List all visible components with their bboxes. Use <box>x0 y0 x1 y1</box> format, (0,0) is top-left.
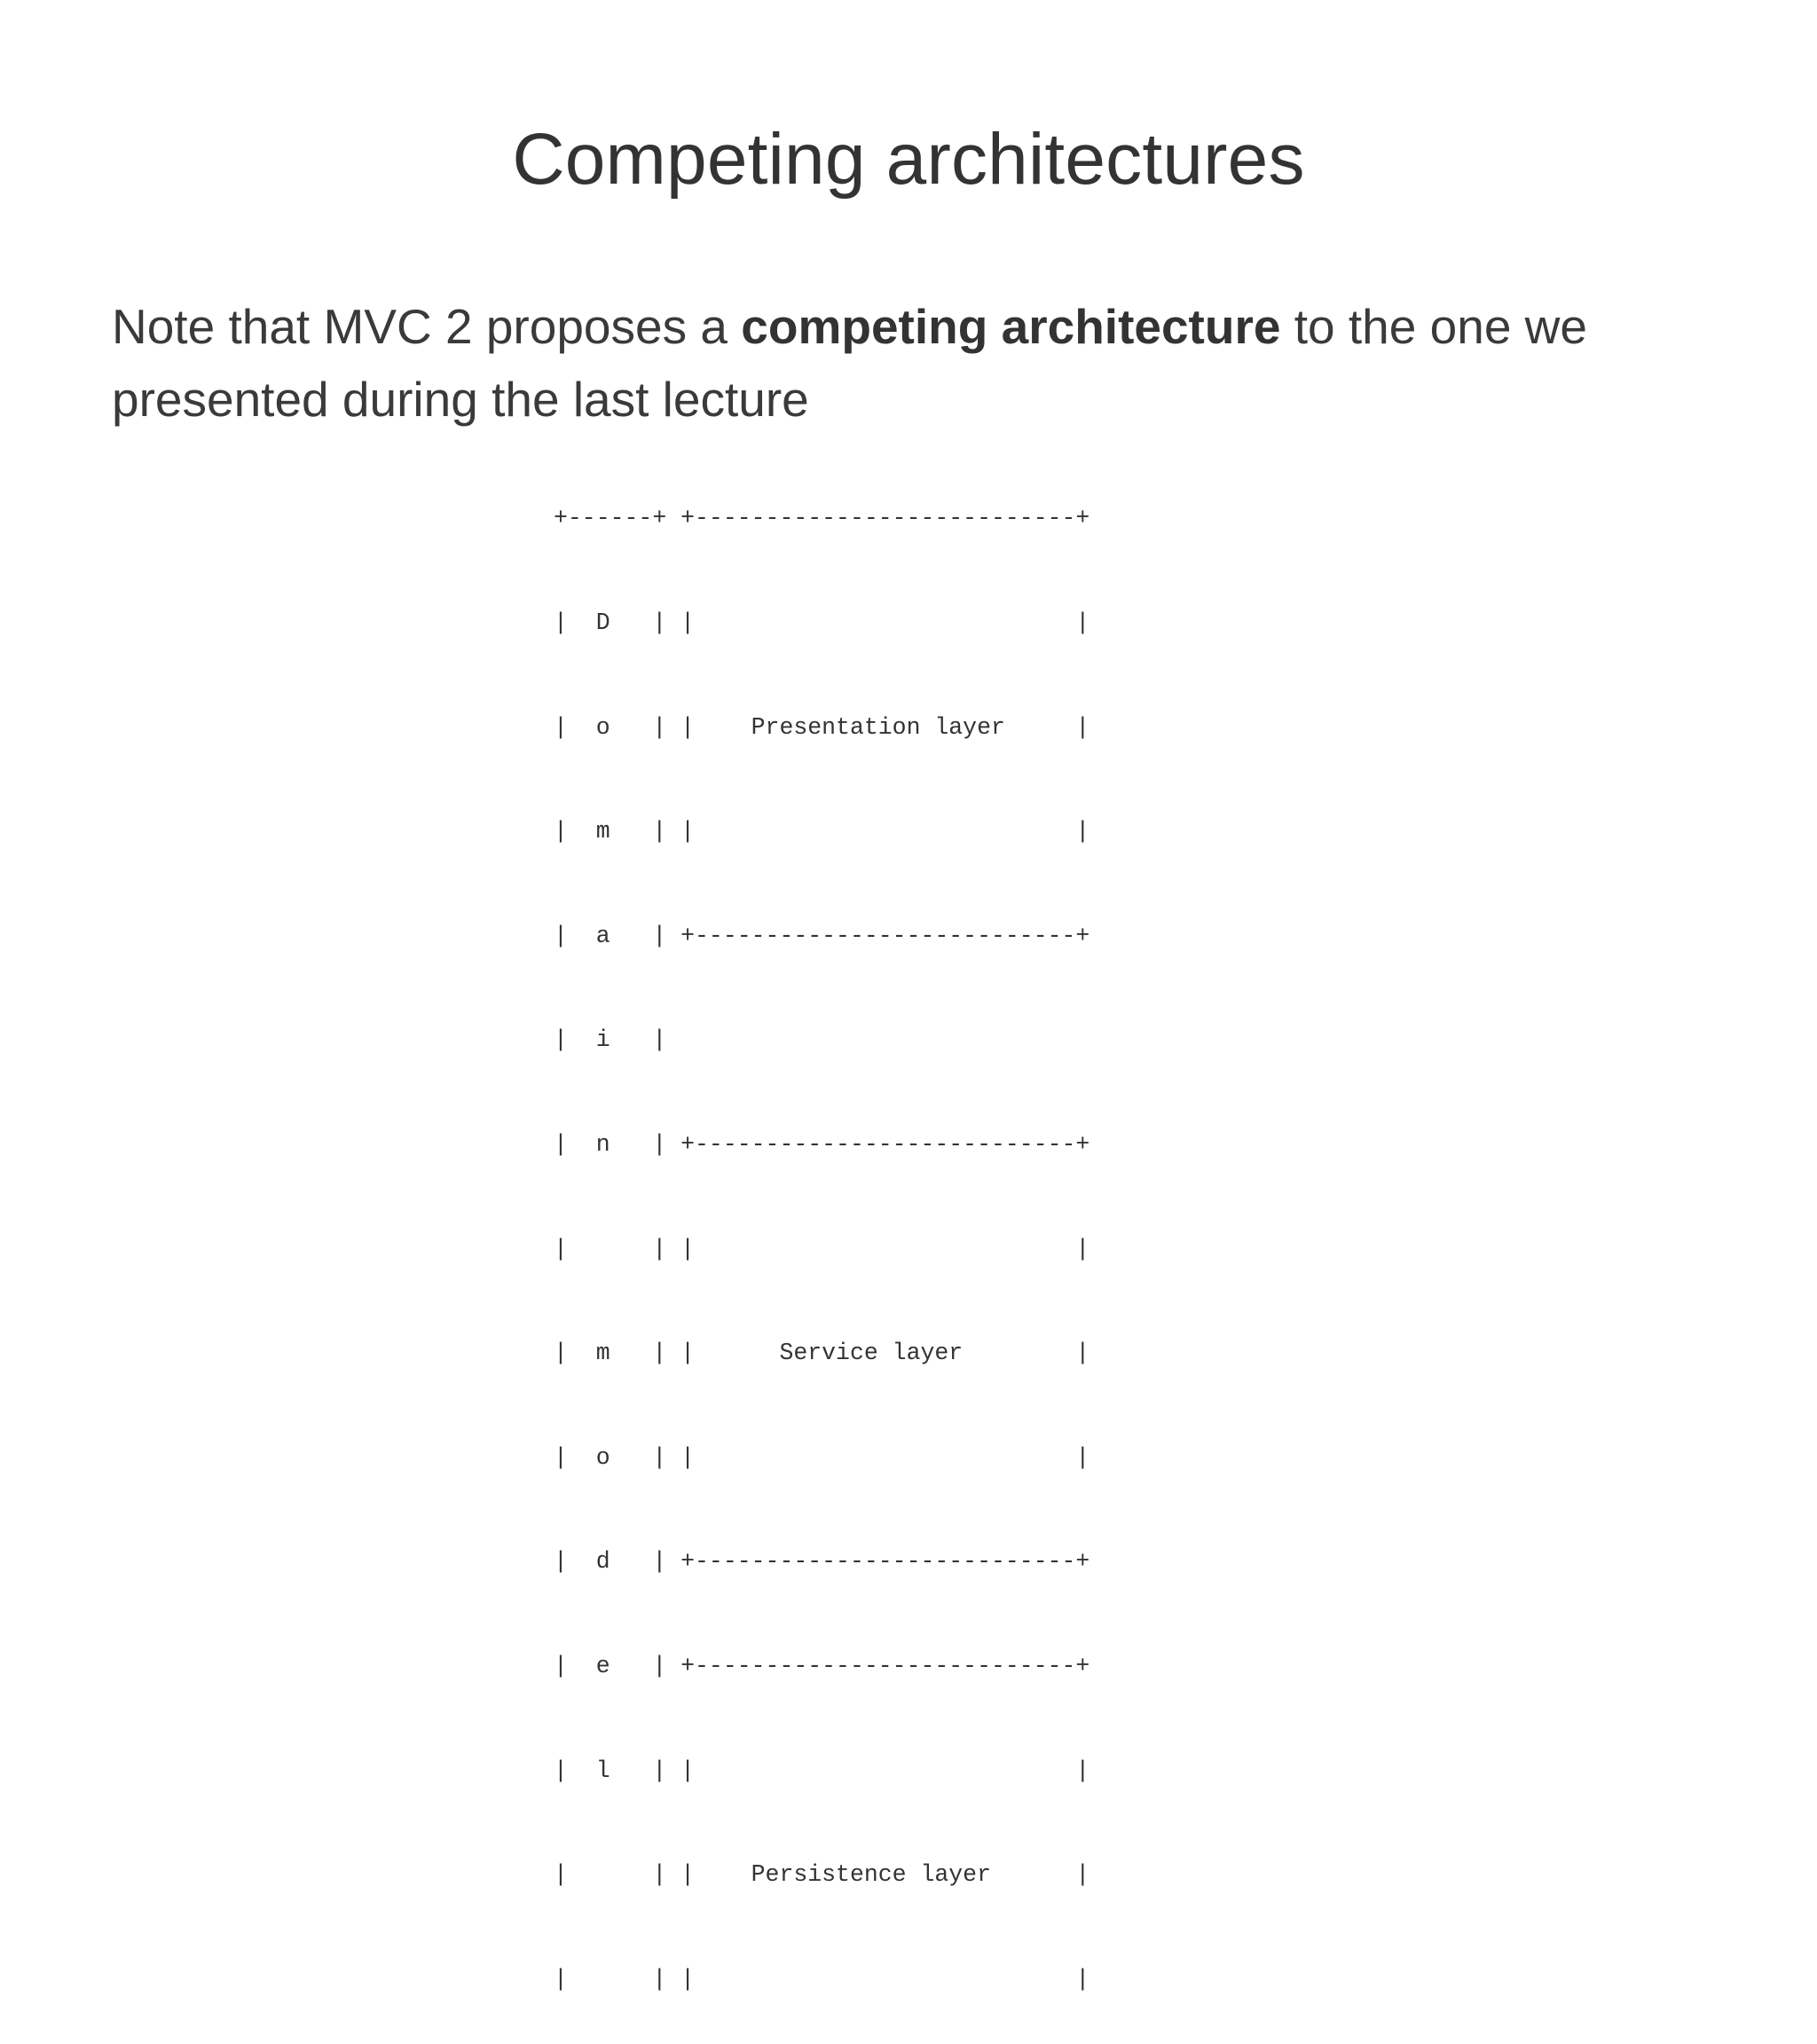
body-text-before: Note that MVC 2 proposes a <box>112 299 742 354</box>
ascii-row: | | | | <box>554 1235 1090 1262</box>
body-text-emphasis: competing architecture <box>741 299 1281 354</box>
ascii-row: | e | +---------------------------+ <box>554 1652 1090 1679</box>
slide-root: Competing architectures Note that MVC 2 … <box>112 118 1700 1993</box>
architecture-ascii-diagram: +------+ +---------------------------+ |… <box>554 432 1089 2044</box>
ascii-row: +------+ +---------------------------+ <box>554 505 1090 532</box>
ascii-row: | | | Persistence layer | <box>554 1861 1090 1889</box>
ascii-row: | m | | Service layer | <box>554 1340 1090 1367</box>
ascii-row: | D | | | <box>554 609 1090 636</box>
ascii-row: | d | +---------------------------+ <box>554 1548 1090 1576</box>
ascii-row: | o | | Presentation layer | <box>554 713 1090 741</box>
ascii-row: | a | +---------------------------+ <box>554 922 1090 949</box>
ascii-row: | n | +---------------------------+ <box>554 1130 1090 1158</box>
ascii-row: | | | | <box>554 1965 1090 1993</box>
body-text-after: to the one we presented during the last … <box>112 299 1587 427</box>
slide-body-text: Note that MVC 2 proposes a competing arc… <box>112 290 1700 436</box>
ascii-row: | l | | | <box>554 1757 1090 1784</box>
ascii-row: | m | | | <box>554 818 1090 845</box>
page-title: Competing architectures <box>512 118 1305 200</box>
ascii-row: | i | <box>554 1026 1090 1054</box>
ascii-row: | o | | | <box>554 1443 1090 1471</box>
